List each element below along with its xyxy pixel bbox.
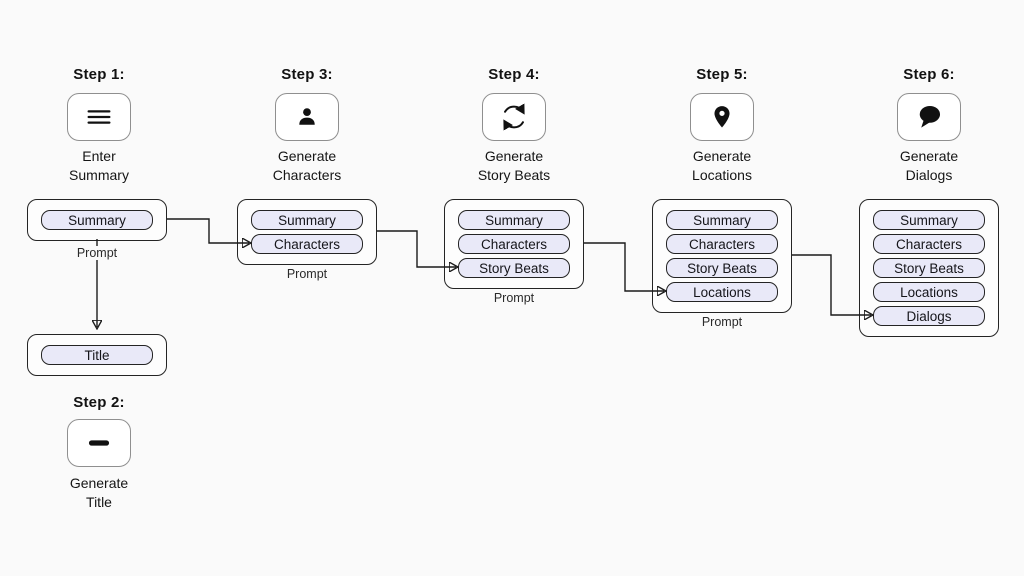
pill-story-beats: Story Beats [873, 258, 985, 278]
speech-bubble-icon [919, 105, 941, 128]
pill-dialogs: Dialogs [873, 306, 985, 326]
pill-characters: Characters [251, 234, 363, 254]
pill-summary: Summary [41, 210, 153, 230]
prompt-label-step3: Prompt [286, 267, 328, 281]
step5-caption: Generate Locations [692, 148, 752, 183]
pill-summary: Summary [873, 210, 985, 230]
step2-heading: Step 2: [73, 394, 125, 411]
prompt-box-step3: Summary Characters [237, 199, 377, 265]
title-output-box: Title [27, 334, 167, 376]
step4-icon-box [482, 93, 546, 141]
prompt-label-step5: Prompt [701, 315, 743, 329]
pill-characters: Characters [666, 234, 778, 254]
step1-icon-box [67, 93, 131, 141]
pill-story-beats: Story Beats [458, 258, 570, 278]
step2-caption: Generate Title [69, 475, 129, 510]
person-icon [299, 108, 315, 125]
prompt-box-step1: Summary [27, 199, 167, 241]
step3-heading: Step 3: [281, 66, 333, 83]
prompt-box-step5: Summary Characters Story Beats Locations [652, 199, 792, 313]
pill-characters: Characters [458, 234, 570, 254]
step6-heading: Step 6: [903, 66, 955, 83]
prompt-box-step6: Summary Characters Story Beats Locations… [859, 199, 999, 337]
pill-locations: Locations [873, 282, 985, 302]
step6-icon-box [897, 93, 961, 141]
step3-icon-box [275, 93, 339, 141]
pill-title: Title [41, 345, 153, 365]
pill-story-beats: Story Beats [666, 258, 778, 278]
pill-summary: Summary [458, 210, 570, 230]
step2-icon-box [67, 419, 131, 467]
step1-heading: Step 1: [73, 66, 125, 83]
step4-heading: Step 4: [488, 66, 540, 83]
cycle-icon [503, 103, 525, 131]
pill-summary: Summary [666, 210, 778, 230]
menu-icon [87, 110, 111, 124]
step5-heading: Step 5: [696, 66, 748, 83]
prompt-label-step4: Prompt [493, 291, 535, 305]
pill-locations: Locations [666, 282, 778, 302]
prompt-box-step4: Summary Characters Story Beats [444, 199, 584, 289]
step1-caption: Enter Summary [69, 148, 129, 183]
step6-caption: Generate Dialogs [899, 148, 959, 183]
pill-summary: Summary [251, 210, 363, 230]
dash-icon [88, 440, 110, 446]
pin-icon [714, 106, 730, 128]
prompt-label-step1: Prompt [57, 246, 137, 260]
step4-caption: Generate Story Beats [477, 148, 551, 183]
step3-caption: Generate Characters [272, 148, 342, 183]
pill-characters: Characters [873, 234, 985, 254]
step5-icon-box [690, 93, 754, 141]
